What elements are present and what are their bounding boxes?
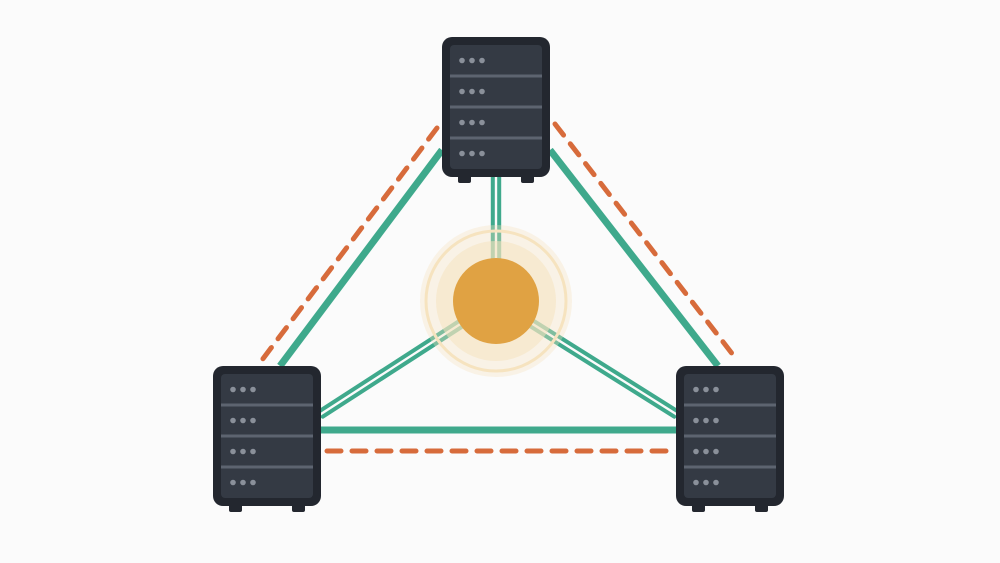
server-slot-divider [450, 136, 542, 140]
hub-layer [420, 225, 572, 377]
server-led [250, 448, 256, 455]
server-right [676, 366, 784, 512]
server-led [250, 386, 256, 393]
server-rack-icon [213, 366, 321, 512]
server-slot-divider [221, 465, 313, 469]
server-led [693, 386, 699, 393]
server-led [240, 479, 246, 486]
server-led [693, 479, 699, 486]
hub-circle-icon [420, 225, 572, 377]
server-slot-divider [684, 465, 776, 469]
server-slot-divider [450, 105, 542, 109]
server-led [479, 150, 485, 157]
server-led [713, 386, 719, 393]
link-dashed-server-top-server-left [259, 125, 440, 363]
server-led [479, 88, 485, 95]
server-top [442, 37, 550, 183]
server-led [479, 119, 485, 126]
dashed-links-layer [259, 121, 740, 454]
link-solid-server-top-server-right [547, 147, 721, 369]
server-led [479, 57, 485, 64]
server-led [469, 150, 475, 157]
server-led [459, 57, 465, 64]
server-led [703, 417, 709, 424]
server-led [459, 150, 465, 157]
server-led [230, 479, 236, 486]
server-led [250, 479, 256, 486]
server-led [250, 417, 256, 424]
server-led [230, 386, 236, 393]
server-rack-icon [676, 366, 784, 512]
server-slot-divider [221, 403, 313, 407]
server-led [469, 57, 475, 64]
server-led [459, 88, 465, 95]
server-led [469, 119, 475, 126]
server-slot-divider [450, 74, 542, 78]
server-rack-icon [442, 37, 550, 183]
server-led [240, 448, 246, 455]
hub-core [453, 258, 539, 344]
server-led [459, 119, 465, 126]
server-led [693, 417, 699, 424]
server-led [230, 448, 236, 455]
link-dashed-server-top-server-right [552, 121, 740, 363]
server-layer [213, 37, 784, 512]
server-led [703, 448, 709, 455]
link-solid-server-top-server-left [277, 147, 445, 369]
server-led [703, 386, 709, 393]
server-slot-divider [684, 434, 776, 438]
server-led [230, 417, 236, 424]
server-led [703, 479, 709, 486]
server-slot-divider [221, 434, 313, 438]
server-left [213, 366, 321, 512]
server-led [713, 479, 719, 486]
server-led [240, 417, 246, 424]
server-led [693, 448, 699, 455]
server-slot-divider [684, 403, 776, 407]
server-led [713, 448, 719, 455]
server-led [240, 386, 246, 393]
server-led [713, 417, 719, 424]
hub-halo-ring [424, 229, 568, 373]
server-led [469, 88, 475, 95]
